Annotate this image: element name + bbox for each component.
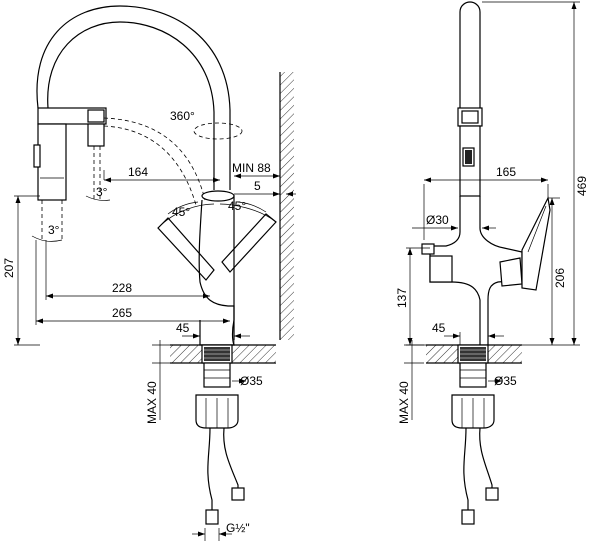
hoses-right xyxy=(461,427,499,525)
dim-angle-360: 360° xyxy=(170,109,195,123)
body-right xyxy=(421,196,551,345)
dim-diameter-30: Ø30 xyxy=(426,213,449,227)
dim-height-469: 469 xyxy=(575,176,589,196)
dim-max-40: MAX 40 xyxy=(145,381,159,424)
dim-tilt-3-upper: 3° xyxy=(96,185,108,199)
dim-hole-35-right: Ø35 xyxy=(494,374,517,388)
dim-max-40-right: MAX 40 xyxy=(397,381,411,424)
mounting-rod-left: Ø35 xyxy=(195,362,263,429)
left-view: 360° xyxy=(2,5,296,541)
dim-angle-45-right: 45° xyxy=(228,199,246,213)
tilt-arc-lower xyxy=(31,235,63,242)
dim-reach-228: 228 xyxy=(112,281,132,295)
dim-height-137: 137 xyxy=(395,288,409,308)
tilt-arc-upper xyxy=(85,195,111,201)
right-view: 165 Ø30 469 206 137 45 xyxy=(395,1,589,525)
dim-tilt-3-lower: 3° xyxy=(48,223,60,237)
dim-height-206: 206 xyxy=(553,268,567,288)
dim-base-45: 45 xyxy=(176,321,190,335)
dim-angle-45-left: 45° xyxy=(172,205,190,219)
wall xyxy=(279,72,294,340)
dim-height-207: 207 xyxy=(2,258,16,278)
hoses-left xyxy=(205,427,245,525)
countertop-left xyxy=(170,344,276,364)
faucet-body xyxy=(198,190,235,346)
dim-reach-164: 164 xyxy=(128,165,148,179)
dim-thread: G½" xyxy=(226,521,250,535)
mounting-rod-right: Ø35 xyxy=(451,362,517,429)
dim-width-165: 165 xyxy=(496,165,516,179)
dim-hole-35: Ø35 xyxy=(240,374,263,388)
dim-reach-265: 265 xyxy=(112,306,132,320)
pullout-head xyxy=(33,107,107,240)
hose-curve-2 xyxy=(103,125,197,206)
lever-fan xyxy=(157,201,277,281)
countertop-right xyxy=(426,344,522,364)
dim-base-45-right: 45 xyxy=(432,321,446,335)
spout-vertical xyxy=(457,1,483,197)
spout-arc xyxy=(36,5,231,190)
dim-min-88: MIN 88 xyxy=(232,161,271,175)
rotation-ellipse xyxy=(193,122,243,140)
dim-offset-5: 5 xyxy=(254,179,261,193)
